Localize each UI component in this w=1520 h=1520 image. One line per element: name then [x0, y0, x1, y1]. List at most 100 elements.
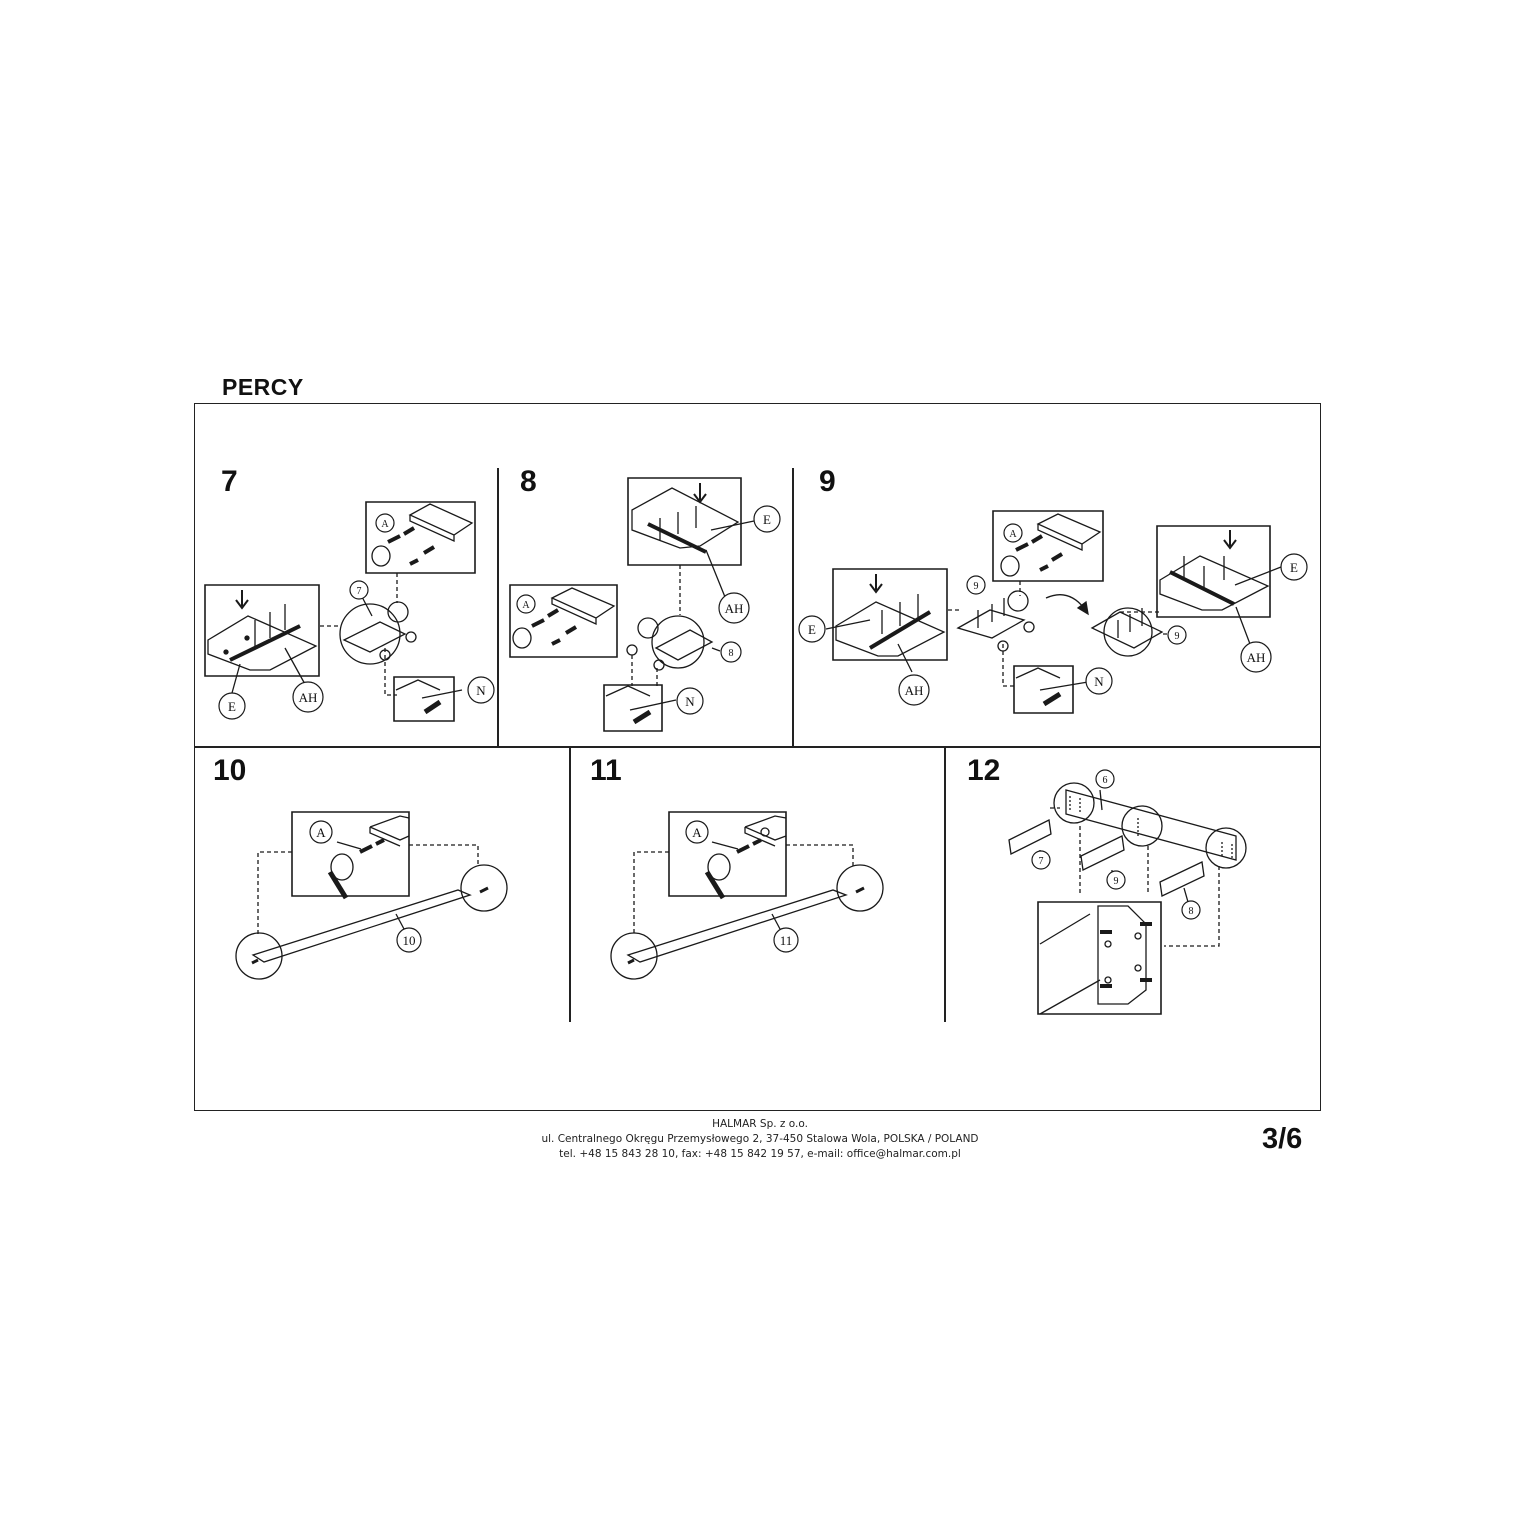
detail-box	[604, 685, 662, 731]
dowel	[360, 840, 384, 852]
handle	[1044, 694, 1060, 704]
leader	[630, 648, 720, 710]
detail-box	[292, 812, 409, 896]
detail-box	[628, 478, 741, 565]
holes	[1070, 796, 1232, 860]
part-piece	[958, 610, 1024, 638]
label-part: 7	[357, 586, 362, 597]
label-n: N	[685, 694, 695, 709]
shelf-board	[628, 890, 846, 962]
hinge-strip	[1170, 572, 1234, 604]
panel-9	[1081, 836, 1124, 870]
label-e: E	[763, 512, 771, 527]
screw-icon	[654, 660, 664, 670]
screw-icon	[380, 650, 390, 660]
label-ah: AH	[1247, 650, 1266, 665]
part-piece	[344, 622, 405, 652]
label-a: A	[381, 519, 389, 530]
divider-10-11	[569, 746, 571, 1022]
zoom-circle	[1206, 828, 1246, 868]
zoom-circle	[1122, 806, 1162, 846]
label-e: E	[228, 699, 236, 714]
screws	[1118, 608, 1142, 638]
zoom-circle	[1104, 608, 1152, 656]
label-a: A	[1009, 529, 1017, 540]
cam-lock	[372, 546, 390, 566]
guide-line	[948, 581, 1020, 686]
cam-shaft	[330, 872, 346, 898]
zoom-circle	[236, 933, 282, 979]
footer-company: HALMAR Sp. z o.o.	[712, 1118, 808, 1130]
screw-icon	[627, 645, 637, 655]
footer: HALMAR Sp. z o.o. ul. Centralnego Okręgu…	[420, 1117, 1100, 1162]
detail-box	[510, 585, 617, 657]
detail-box	[833, 569, 947, 660]
board	[396, 680, 440, 690]
panel-7	[1009, 820, 1051, 854]
board	[1016, 668, 1060, 678]
guide-line	[634, 845, 853, 935]
part-piece	[656, 630, 712, 660]
panel-shape	[632, 488, 738, 548]
board	[606, 686, 650, 696]
screws	[660, 506, 696, 540]
cam-lock	[708, 854, 730, 880]
cam-lock	[513, 628, 531, 648]
hinge-strip	[870, 612, 930, 648]
label-n: N	[1094, 674, 1104, 689]
zoom-circle	[461, 865, 507, 911]
label-part: 7	[1039, 856, 1044, 867]
handle	[425, 702, 440, 712]
step-8-illustration	[510, 478, 754, 731]
detail-box	[1014, 666, 1073, 713]
detail-box	[205, 585, 319, 676]
dowel	[252, 888, 488, 963]
row-divider	[194, 746, 1321, 748]
dowel	[1040, 554, 1062, 570]
board	[1038, 514, 1100, 550]
step-number-12: 12	[967, 754, 1001, 787]
dowel	[532, 610, 558, 626]
label-part: 9	[1114, 876, 1119, 887]
detail-box	[1038, 902, 1161, 1014]
dowel	[388, 528, 414, 542]
label-e: E	[808, 622, 816, 637]
bracket	[1098, 906, 1146, 1004]
step-10-illustration	[236, 812, 507, 979]
footer-contact: tel. +48 15 843 28 10, fax: +48 15 842 1…	[559, 1148, 961, 1160]
step-number-9: 9	[819, 465, 836, 498]
label-ah: AH	[725, 601, 744, 616]
panel-8	[1160, 862, 1204, 896]
board	[745, 816, 786, 846]
zoom-circle	[1054, 783, 1094, 823]
leader	[826, 567, 1281, 672]
divider-7-8	[497, 468, 499, 746]
label-ah: AH	[299, 690, 318, 705]
detail-box	[366, 502, 475, 573]
zoom-circle	[388, 602, 408, 622]
label-a: A	[316, 825, 326, 840]
screwdriver-icon	[870, 574, 882, 592]
label-ah: AH	[905, 683, 924, 698]
dowel	[410, 547, 434, 564]
dowel	[628, 888, 864, 963]
leader	[706, 521, 754, 597]
screw-icon	[1024, 622, 1034, 632]
divider-11-12	[944, 746, 946, 1022]
panel-shape	[836, 602, 944, 656]
step-number-11: 11	[590, 754, 622, 787]
dowel	[737, 840, 761, 852]
flip-arrow	[1046, 595, 1084, 608]
label-part: 10	[403, 933, 416, 948]
board	[410, 504, 472, 541]
leader	[396, 914, 404, 929]
panel-edge	[1040, 914, 1100, 1014]
hinge-strip	[230, 626, 300, 660]
cam-lock	[331, 854, 353, 880]
screws	[882, 594, 918, 634]
guide-line	[258, 845, 478, 935]
guide-line	[1120, 612, 1168, 634]
footer-address: ul. Centralnego Okręgu Przemysłowego 2, …	[541, 1133, 979, 1145]
detail-box	[993, 511, 1103, 581]
screwdriver-icon	[236, 590, 248, 608]
